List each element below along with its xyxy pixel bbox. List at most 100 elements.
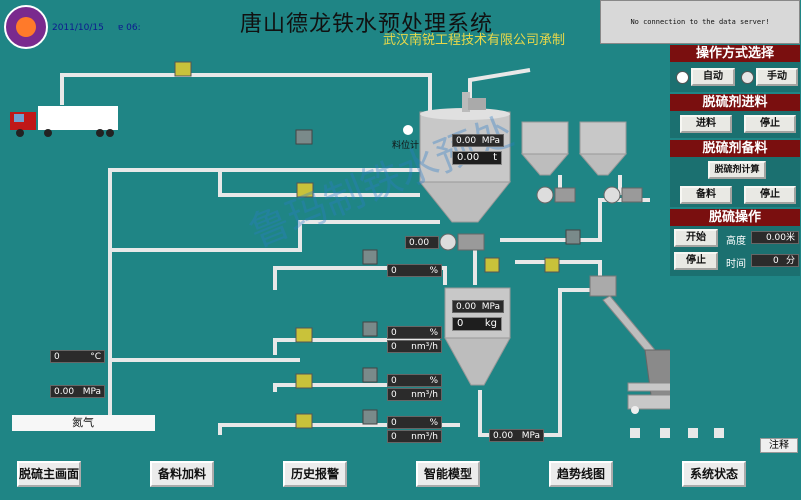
nav-material-feed[interactable]: 备料加料 [150, 461, 214, 487]
marker-square [630, 428, 640, 438]
nav-system-status[interactable]: 系统状态 [682, 461, 746, 487]
valve4-percent-unit: % [429, 418, 438, 428]
tank1-pressure-unit: MPa [481, 136, 500, 146]
valve3-flow-readout: 0 nm³/h [387, 388, 442, 401]
pipe-top-right [468, 68, 531, 100]
ladle-car-icon [627, 349, 670, 414]
valve4-flow-unit: nm³/h [411, 432, 438, 442]
bottom-pressure-value: 0.00 [493, 431, 514, 441]
hopper-1-icon [520, 121, 570, 176]
prep-button[interactable]: 备料 [680, 186, 732, 204]
nav-trend-chart[interactable]: 趋势线图 [549, 461, 613, 487]
tank1-pressure-value: 0.00 [456, 136, 477, 146]
pipe-valve4 [218, 423, 460, 435]
pipe-bottom-out [478, 288, 590, 437]
tank1-pressure-readout: 0.00 MPa [452, 134, 504, 147]
prep-stop-button[interactable]: 停止 [744, 186, 796, 204]
datetime: 2011/10/15 ɐ 06: [52, 23, 155, 33]
nitrogen-pressure-readout: 0.00 MPa [50, 385, 105, 398]
op-panel-title: 脱硫操作 [670, 209, 800, 226]
height-readout: 0.00米 [751, 231, 799, 244]
conveyor-icon [589, 275, 656, 357]
nitrogen-pressure-unit: MPa [82, 387, 101, 397]
valve4-percent-readout: 0% [387, 416, 442, 429]
valve3-percent-unit: % [429, 376, 438, 386]
nitrogen-label: 氮气 [12, 415, 155, 431]
pipe-valve3 [273, 383, 440, 392]
storage-silo-icon [418, 92, 512, 223]
start-button[interactable]: 开始 [674, 229, 718, 247]
valve2-percent-unit: % [429, 328, 438, 338]
pipe-top [60, 73, 432, 112]
valve1-percent-readout: 0% [387, 264, 442, 277]
height-value: 0.00 [765, 233, 786, 243]
nav-main-screen[interactable]: 脱硫主画面 [17, 461, 81, 487]
truck-icon [10, 106, 118, 137]
marker-square [660, 428, 670, 438]
server-status-box: No connection to the data server! [600, 0, 800, 44]
valve2-flow-readout: 0 nm³/h [387, 340, 442, 353]
tank1-weight-value: 0.00 [457, 152, 480, 163]
time-label: 时间 [726, 259, 746, 270]
valve2-percent-readout: 0% [387, 326, 442, 339]
valve2-flow-unit: nm³/h [411, 342, 438, 352]
pipe-valve1 [273, 266, 447, 290]
time-text: ɐ 06: [117, 23, 141, 33]
pipe-valve2 [273, 338, 440, 355]
feeder-icon [439, 186, 643, 251]
marker-square [714, 428, 724, 438]
height-label: 高度 [726, 236, 746, 247]
valve3-percent-readout: 0% [387, 374, 442, 387]
valve4-percent-value: 0 [391, 418, 397, 428]
feed-in-button[interactable]: 进料 [680, 115, 732, 133]
server-status-text: No connection to the data server! [630, 18, 770, 26]
pipe-right [515, 260, 602, 282]
height-unit: 米 [785, 233, 795, 243]
time-unit: 分 [785, 256, 795, 266]
hopper-2-icon [578, 121, 628, 176]
pipe-branch-1 [218, 170, 420, 197]
temperature-readout: 0°C [50, 350, 105, 363]
valve3-flow-unit: nm³/h [411, 390, 438, 400]
mid-left-value: 0.00 [409, 238, 430, 248]
date-text: 2011/10/15 [52, 23, 104, 33]
auto-radio[interactable] [676, 71, 689, 84]
valve4-flow-readout: 0 nm³/h [387, 430, 442, 443]
valve2-flow-value: 0 [391, 342, 397, 352]
feed-stop-button[interactable]: 停止 [744, 115, 796, 133]
prep-panel-title: 脱硫剂备料 [670, 140, 800, 157]
nav-history-alarm[interactable]: 历史报警 [283, 461, 347, 487]
feed-panel: 进料 停止 [670, 111, 800, 138]
level-meter-label: 料位计 [392, 141, 420, 151]
nav-smart-model[interactable]: 智能模型 [416, 461, 480, 487]
manual-radio[interactable] [741, 71, 754, 84]
valve1-percent-value: 0 [391, 266, 397, 276]
note-button[interactable]: 注释 [760, 438, 798, 453]
process-diagram [10, 61, 670, 437]
pipe-main-vertical [108, 168, 420, 420]
stop-button[interactable]: 停止 [674, 252, 718, 270]
time-value: 0 [773, 256, 779, 266]
valve2-percent-value: 0 [391, 328, 397, 338]
manual-button[interactable]: 手动 [756, 68, 798, 86]
temperature-unit: °C [90, 352, 101, 362]
company-logo [4, 5, 48, 49]
level-indicator-icon [403, 125, 413, 135]
prep-panel: 脱硫剂计算 备料 停止 [670, 157, 800, 207]
auto-button[interactable]: 自动 [691, 68, 735, 86]
mode-panel-title: 操作方式选择 [670, 45, 800, 62]
tank2-weight-unit: kg [484, 318, 497, 329]
feed-panel-title: 脱硫剂进料 [670, 94, 800, 111]
page-title: 唐山德龙铁水预处理系统 [240, 12, 494, 37]
mode-panel: 自动 手动 [670, 62, 800, 92]
valve3-flow-value: 0 [391, 390, 397, 400]
nitrogen-pressure-value: 0.00 [54, 387, 75, 397]
marker-square [688, 428, 698, 438]
agent-calc-button[interactable]: 脱硫剂计算 [708, 161, 766, 179]
pipe-mid [110, 220, 440, 252]
valve4-flow-value: 0 [391, 432, 397, 442]
